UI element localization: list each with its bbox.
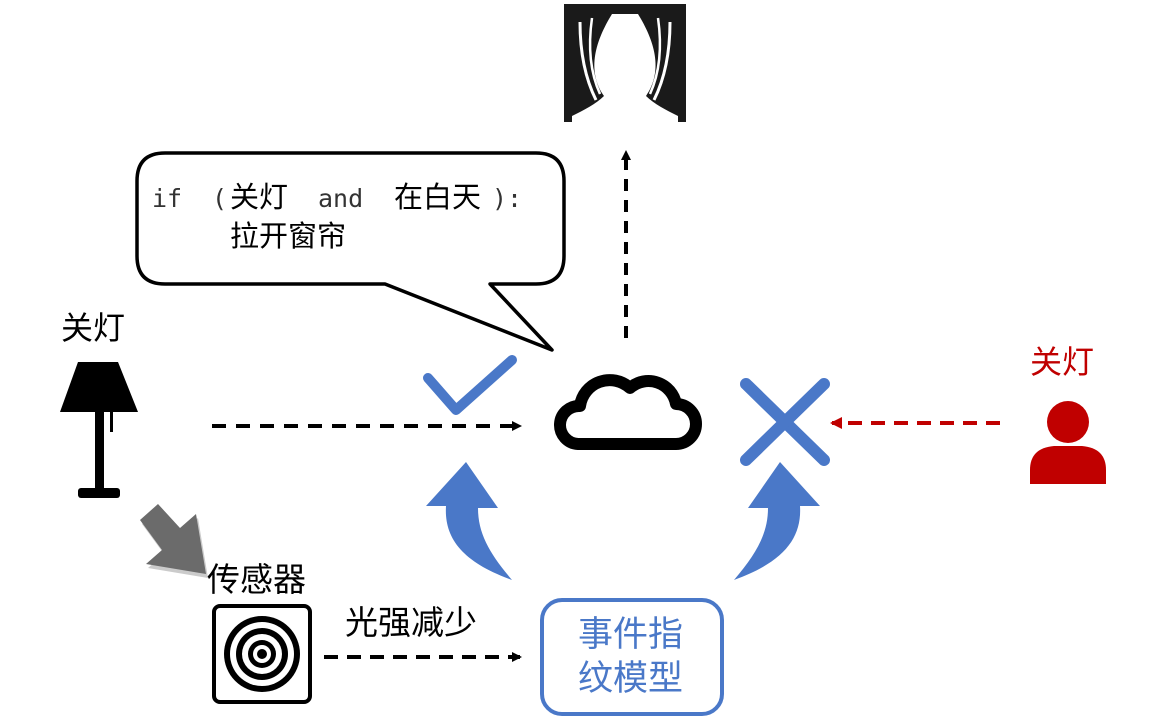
- curtain-icon: [564, 4, 686, 122]
- bubble-paren-close: ):: [492, 184, 523, 213]
- bubble-paren-open: (: [212, 184, 228, 213]
- cross-icon: [740, 378, 830, 466]
- check-icon: [423, 355, 517, 415]
- event-model-box: [540, 598, 724, 716]
- arrow-model-to-check: [426, 462, 512, 580]
- sensor-icon: [212, 604, 312, 704]
- sensor-edge-label: 光强减少: [345, 603, 477, 642]
- person-label: 关灯: [1030, 343, 1095, 381]
- bubble-condition-daytime: 在白天: [394, 180, 482, 214]
- event-model-line1: 事件指: [578, 615, 684, 655]
- bubble-keyword-and: and: [318, 184, 364, 213]
- speech-bubble: [135, 151, 566, 352]
- bubble-action: 拉开窗帘: [230, 219, 347, 253]
- arrow-model-to-cross: [734, 462, 820, 580]
- event-model-line2: 纹模型: [578, 659, 684, 699]
- bubble-condition-lights-off: 关灯: [230, 180, 289, 214]
- sensor-label: 传感器: [207, 560, 306, 599]
- cloud-icon: [553, 374, 702, 450]
- lamp-icon: [60, 362, 138, 498]
- lamp-label: 关灯: [61, 309, 126, 347]
- bubble-keyword-if: if: [152, 184, 183, 213]
- person-icon: [1030, 401, 1106, 484]
